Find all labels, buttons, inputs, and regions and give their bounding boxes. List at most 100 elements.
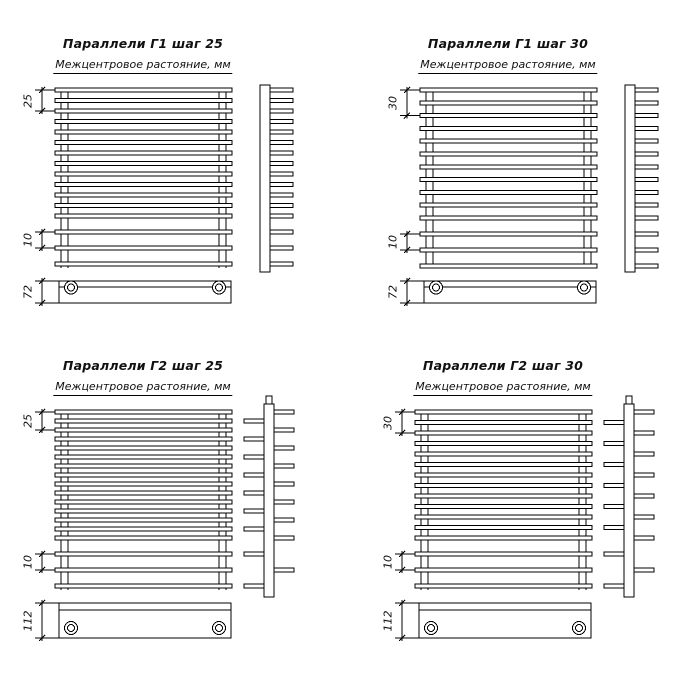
bar bbox=[414, 525, 593, 530]
dimension-tick bbox=[38, 599, 46, 607]
bar bbox=[419, 247, 598, 253]
side-tooth bbox=[269, 182, 294, 187]
bar bbox=[54, 245, 233, 251]
dimension-tick bbox=[403, 299, 411, 307]
collector bbox=[418, 602, 592, 639]
bar bbox=[54, 213, 233, 219]
bar bbox=[54, 499, 233, 505]
drawing-parallels-g1-step-25: Параллели Г1 шаг 25 Межцентровое растоян… bbox=[2, 0, 342, 350]
side-profile bbox=[624, 84, 636, 273]
bar bbox=[414, 451, 593, 457]
pipe-inner-circle bbox=[67, 283, 75, 292]
bar bbox=[414, 441, 593, 446]
side-tooth bbox=[269, 213, 294, 219]
side-tooth bbox=[634, 177, 659, 183]
gap-dim-label: 10 bbox=[21, 233, 35, 247]
pipe-inner-circle bbox=[580, 283, 588, 292]
drawing-parallels-g2-step-25: Параллели Г2 шаг 25 Межцентровое растоян… bbox=[2, 322, 342, 672]
bar bbox=[54, 108, 233, 114]
bar bbox=[414, 514, 593, 520]
side-tooth bbox=[243, 472, 265, 478]
pipe-inner-circle bbox=[427, 624, 435, 632]
bar bbox=[54, 229, 233, 235]
bar bbox=[54, 454, 233, 460]
dimension-tick bbox=[403, 86, 411, 94]
side-tooth bbox=[634, 87, 659, 93]
dimension-tick bbox=[398, 429, 406, 437]
bar bbox=[419, 87, 598, 93]
radiator-line-art bbox=[400, 84, 659, 307]
side-tooth bbox=[273, 499, 295, 505]
dimension-tick bbox=[403, 246, 411, 254]
bar bbox=[54, 161, 233, 166]
dimension-tick bbox=[38, 107, 46, 115]
side-tooth bbox=[603, 441, 625, 446]
bar bbox=[54, 583, 233, 589]
collector-dim-label: 72 bbox=[21, 285, 35, 299]
bar bbox=[54, 409, 233, 415]
dimension-tick bbox=[38, 550, 46, 558]
side-tooth bbox=[243, 551, 265, 557]
dimension-tick bbox=[398, 550, 406, 558]
side-tooth bbox=[273, 409, 295, 415]
bar bbox=[54, 551, 233, 557]
side-tooth bbox=[634, 263, 659, 269]
side-tooth bbox=[273, 567, 295, 573]
side-tooth bbox=[634, 247, 659, 253]
side-tooth bbox=[269, 229, 294, 235]
dimension-tick bbox=[38, 228, 46, 236]
bar bbox=[54, 567, 233, 573]
dimension-tick bbox=[38, 634, 46, 642]
side-tooth bbox=[269, 245, 294, 251]
collector-dim-label: 72 bbox=[386, 285, 400, 299]
side-tooth bbox=[243, 583, 265, 589]
collector bbox=[423, 280, 597, 304]
side-tooth bbox=[633, 493, 655, 499]
side-tooth bbox=[273, 517, 295, 523]
bar bbox=[54, 472, 233, 478]
pitch-dim-label: 30 bbox=[386, 95, 400, 110]
dimension-tick bbox=[38, 566, 46, 574]
bar bbox=[54, 150, 233, 156]
side-tooth bbox=[603, 462, 625, 467]
bar bbox=[414, 583, 593, 589]
bar bbox=[54, 98, 233, 103]
bar bbox=[419, 125, 598, 131]
side-tooth bbox=[269, 192, 294, 198]
gap-dim-label: 10 bbox=[21, 555, 35, 569]
bar bbox=[54, 418, 233, 424]
bar bbox=[54, 140, 233, 145]
drawing-title: Параллели Г1 шаг 25 bbox=[62, 36, 224, 51]
drawing-title: Параллели Г1 шаг 30 bbox=[427, 36, 589, 51]
radiator-line-art bbox=[35, 395, 295, 642]
side-tooth bbox=[634, 100, 659, 106]
bar bbox=[54, 517, 233, 523]
side-tooth bbox=[634, 189, 659, 195]
side-profile bbox=[259, 84, 271, 273]
side-tooth bbox=[269, 161, 294, 166]
drawing-subtitle: Межцентровое растояние, мм bbox=[53, 58, 233, 74]
pitch-dim-label: 30 bbox=[381, 415, 395, 430]
bar bbox=[414, 420, 593, 425]
drawing-subtitle: Межцентровое растояние, мм bbox=[418, 58, 598, 74]
bar bbox=[419, 151, 598, 157]
side-tooth bbox=[633, 535, 655, 541]
bar bbox=[54, 129, 233, 135]
bar bbox=[414, 483, 593, 488]
side-tooth bbox=[603, 525, 625, 530]
side-tooth bbox=[269, 87, 294, 93]
bar bbox=[54, 436, 233, 442]
side-tooth bbox=[633, 451, 655, 457]
side-tooth bbox=[603, 420, 625, 425]
dimension-tick bbox=[38, 408, 46, 416]
bar bbox=[54, 192, 233, 198]
pipe-inner-circle bbox=[432, 283, 440, 292]
bar bbox=[419, 113, 598, 119]
side-tooth bbox=[269, 108, 294, 114]
side-tooth bbox=[603, 504, 625, 509]
side-tooth bbox=[243, 490, 265, 496]
side-tooth bbox=[273, 481, 295, 487]
side-tooth bbox=[273, 535, 295, 541]
bar bbox=[54, 171, 233, 177]
